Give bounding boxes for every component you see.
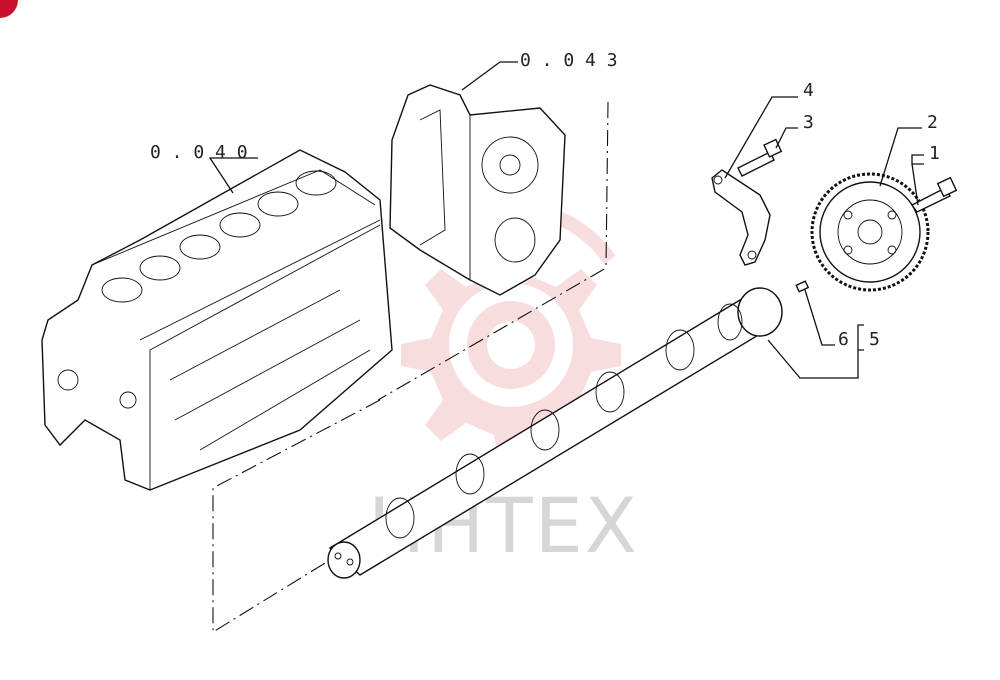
callout-1: 1 [929,143,940,164]
camshaft-gear [810,172,930,292]
callout-6: 6 [838,329,849,350]
leader-lines [208,61,924,379]
ref-label-block: 0 . 0 4 0 [150,142,248,163]
corner-badge [0,0,18,18]
ref-label-cover: 0 . 0 4 3 [520,50,618,71]
retaining-plate-bolt [737,138,783,177]
camshaft [327,287,783,579]
timing-cover [389,84,566,296]
callout-5: 5 [869,329,880,350]
thrust-plate [711,169,771,266]
callout-2: 2 [927,112,938,133]
watermark-logo [401,201,621,465]
callout-3: 3 [803,112,814,133]
gear-bolt [910,176,958,213]
callout-4: 4 [803,80,814,101]
engine-block [41,149,393,491]
dowel-pin [795,280,810,293]
